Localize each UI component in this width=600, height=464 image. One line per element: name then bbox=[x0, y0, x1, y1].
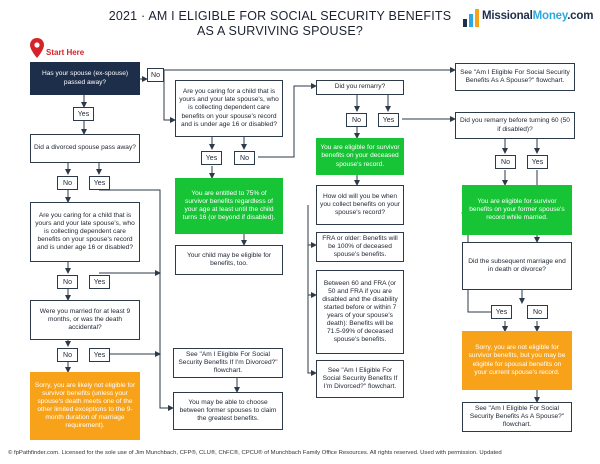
answer-yes: Yes bbox=[73, 107, 94, 121]
node-eligible-former: You are eligible for survivor benefits o… bbox=[462, 185, 572, 235]
node-spouse-passed: Has your spouse (ex-spouse) passed away? bbox=[30, 62, 140, 95]
node-sorry-not-eligible: Sorry, you are not eligible for survivor… bbox=[462, 331, 572, 390]
answer-no: No bbox=[346, 113, 367, 127]
start-here-label: Start Here bbox=[46, 48, 85, 57]
answer-yes: Yes bbox=[527, 155, 548, 169]
node-see-divorced-1: See "Am I Eligible For Social Security B… bbox=[173, 348, 283, 378]
node-remarry-before-60: Did you remarry before turning 60 (50 if… bbox=[455, 112, 575, 139]
answer-yes: Yes bbox=[89, 176, 110, 190]
missionalmoney-logo: MissionalMoney.com bbox=[462, 6, 596, 28]
answer-yes: Yes bbox=[89, 348, 110, 362]
node-sorry-unlikely: Sorry, you are likely not eligible for s… bbox=[30, 372, 140, 440]
node-see-divorced-2: See "Am I Eligible For Social Security B… bbox=[316, 360, 404, 398]
node-how-old: How old will you be when you collect ben… bbox=[316, 185, 404, 225]
answer-no: No bbox=[57, 176, 78, 190]
answer-no: No bbox=[57, 348, 78, 362]
start-pin-icon bbox=[30, 38, 44, 58]
node-caring-child-left: Are you caring for a child that is yours… bbox=[30, 202, 140, 262]
node-entitled-75-percent: You are entitled to 75% of survivor bene… bbox=[175, 178, 283, 234]
node-choose-between: You may be able to choose between former… bbox=[173, 392, 283, 430]
chart-title-line-1: 2021 · AM I ELIGIBLE FOR SOCIAL SECURITY… bbox=[108, 9, 452, 23]
answer-no: No bbox=[57, 275, 78, 289]
answer-no: No bbox=[495, 155, 516, 169]
node-eligible-deceased: You are eligible for survivor benefits o… bbox=[316, 138, 404, 175]
node-married-9-months: Were you married for at least 9 months, … bbox=[30, 300, 140, 340]
node-fra-older: FRA or older: Benefits will be 100% of d… bbox=[316, 232, 404, 262]
answer-yes: Yes bbox=[378, 113, 399, 127]
node-caring-child-mid: Are you caring for a child that is yours… bbox=[175, 80, 283, 137]
answer-no: No bbox=[527, 305, 548, 319]
answer-no: No bbox=[234, 151, 255, 165]
answer-no: No bbox=[147, 68, 164, 82]
node-child-eligible: Your child may be eligible for benefits,… bbox=[175, 245, 283, 275]
node-divorced-pass: Did a divorced spouse pass away? bbox=[30, 134, 140, 163]
answer-yes: Yes bbox=[201, 151, 222, 165]
chart-title-line-2: AS A SURVIVING SPOUSE? bbox=[196, 24, 364, 38]
logo-mark-icon bbox=[463, 9, 479, 27]
node-between-60-fra: Between 60 and FRA (or 50 and FRA if you… bbox=[316, 270, 404, 354]
node-did-remarry: Did you remarry? bbox=[316, 80, 404, 95]
answer-yes: Yes bbox=[491, 305, 512, 319]
footer-copyright: © fpPathfinder.com. Licensed for the sol… bbox=[8, 450, 502, 456]
node-see-spouse-bottom: See "Am I Eligible For Social Security B… bbox=[462, 402, 572, 432]
answer-yes: Yes bbox=[89, 275, 110, 289]
logo-wordmark: MissionalMoney.com bbox=[482, 10, 594, 22]
node-subsequent-marriage: Did the subsequent marriage end in death… bbox=[462, 242, 572, 290]
node-see-spouse-top: See "Am I Eligible For Social Security B… bbox=[455, 63, 575, 91]
